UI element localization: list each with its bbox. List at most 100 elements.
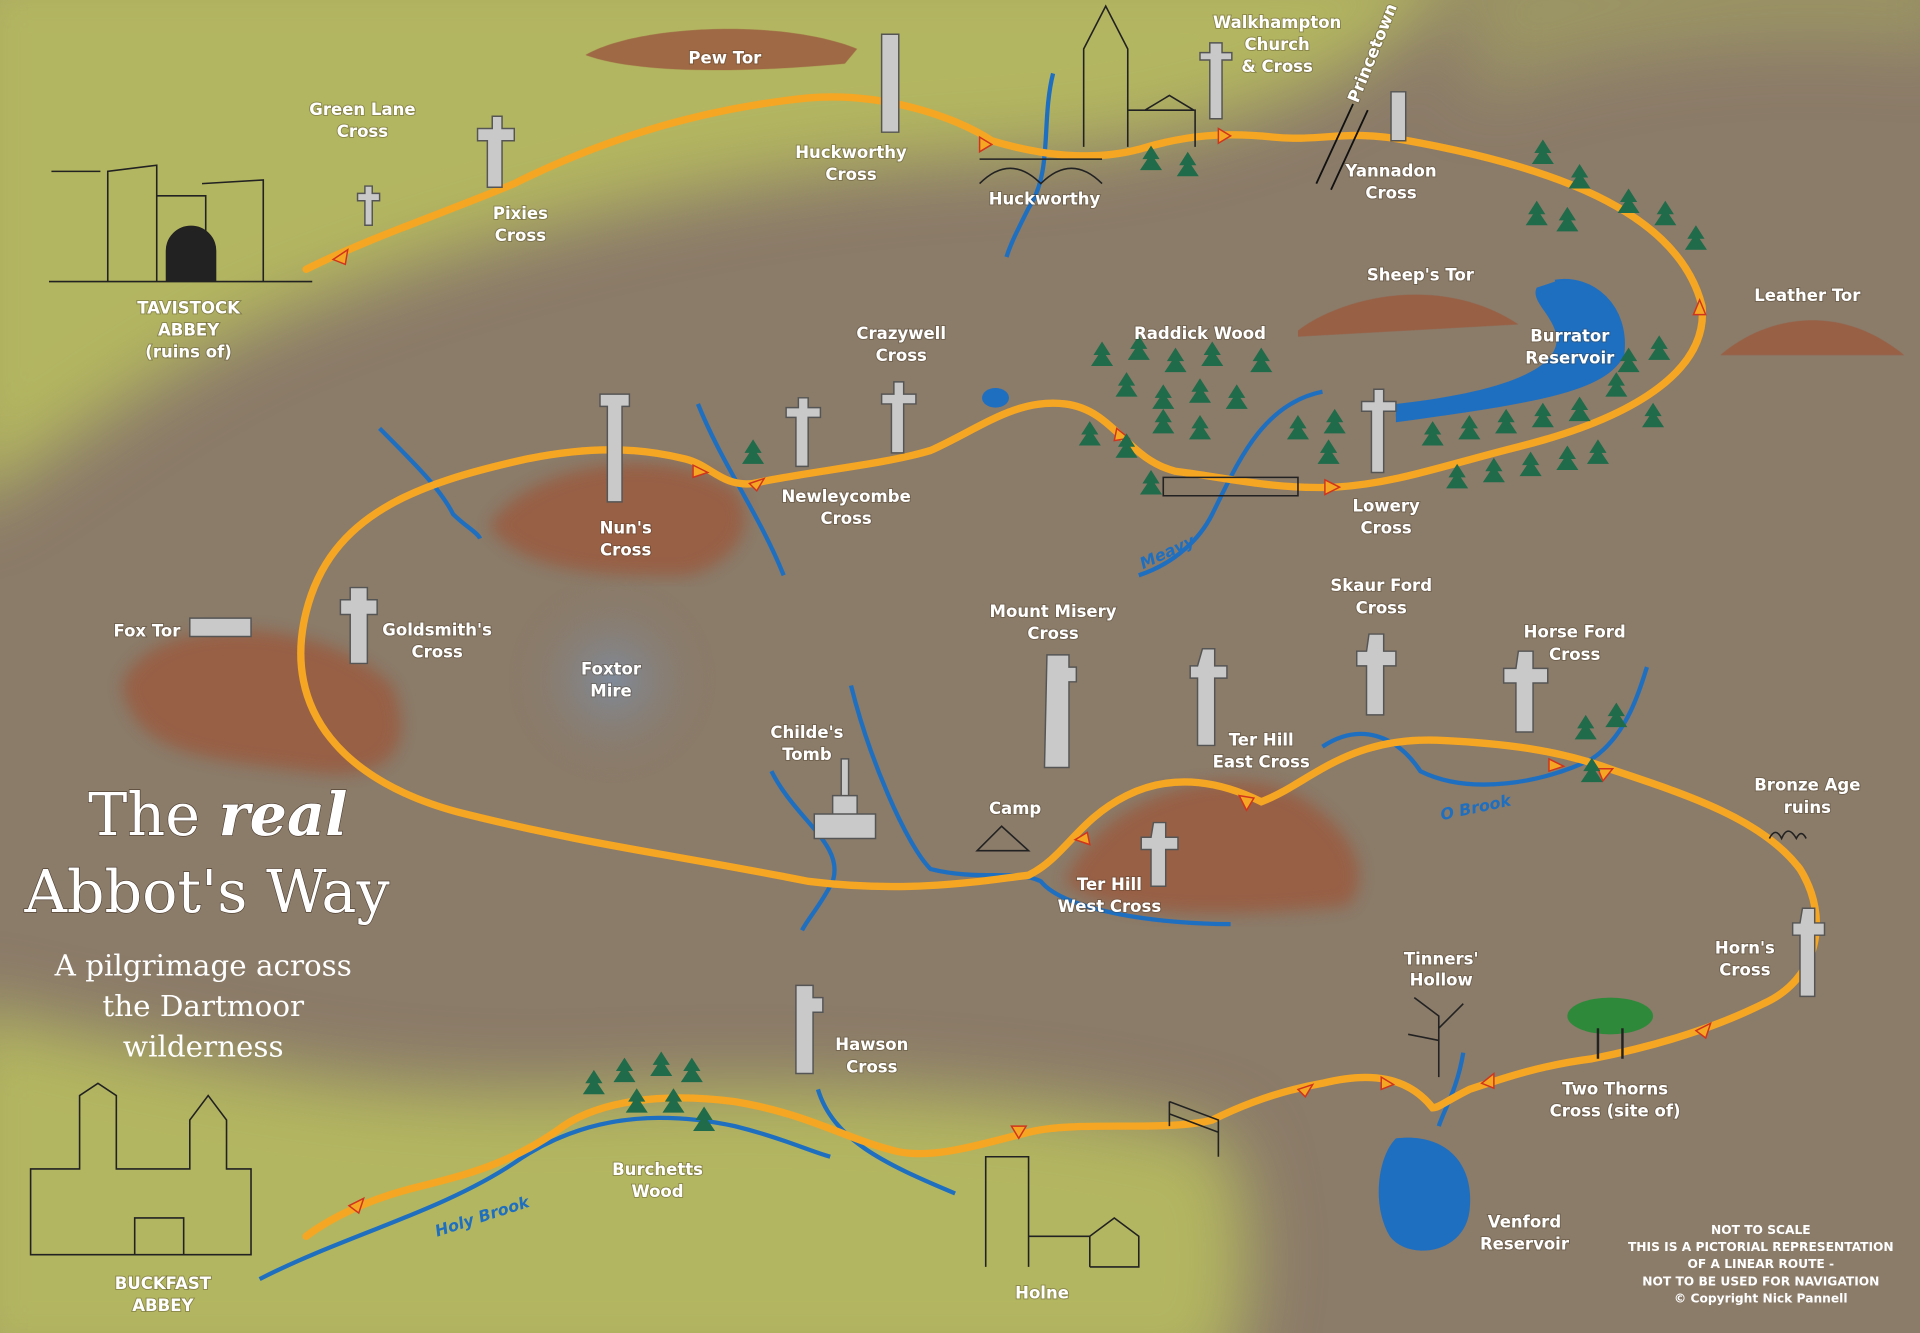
newleycombe-cross-icon	[785, 397, 822, 468]
meavy-river	[1138, 389, 1323, 578]
svg-text:NOT TO BE USED FOR NAVIGATION: NOT TO BE USED FOR NAVIGATION	[1642, 1274, 1879, 1288]
venford-reservoir-label: Venford	[1488, 1213, 1561, 1232]
tree-icon	[1323, 408, 1346, 434]
forests	[582, 139, 1707, 1132]
tree-icon	[613, 1057, 636, 1083]
walkham-river	[1004, 72, 1056, 258]
meavy-bridge-icon	[1162, 476, 1299, 497]
walkhampton-church-icon	[1082, 4, 1196, 147]
tinners-hollow-dead-tree-icon	[1408, 996, 1464, 1078]
ter-hill	[1065, 781, 1359, 914]
pond	[982, 388, 1009, 408]
disclaimer: NOT TO SCALE THIS IS A PICTORIAL REPRESE…	[1628, 1223, 1894, 1306]
tree-icon	[1164, 347, 1187, 373]
tavistock-abbey-label: (ruins of)	[145, 342, 232, 361]
skaur-ford-cross-label: Skaur Ford	[1330, 576, 1432, 595]
leather-tor-label: Leather Tor	[1754, 286, 1861, 305]
tree-icon	[1556, 206, 1579, 232]
leather-tor-hill	[1720, 320, 1905, 355]
route-arrows	[331, 127, 1712, 1215]
huckworthy-label: Huckworthy	[989, 189, 1101, 208]
tree-icon	[1250, 347, 1273, 373]
svg-text:THIS IS A PICTORIAL REPRESENTA: THIS IS A PICTORIAL REPRESENTATION	[1628, 1240, 1894, 1254]
tree-icon	[1684, 225, 1707, 250]
pew-tor-label: Pew Tor	[688, 49, 762, 68]
water-features	[258, 72, 1649, 1282]
tree-icon	[582, 1069, 605, 1095]
tree-icon	[1140, 145, 1163, 171]
pixies-cross-label: Cross	[495, 226, 546, 245]
tree-icon	[1127, 335, 1150, 360]
crazywell-cross-icon	[880, 381, 917, 454]
buildings	[29, 4, 1807, 1268]
buckfast-abbey-label: ABBEY	[132, 1296, 194, 1315]
two-thorns-cross-label: Two Thorns	[1562, 1079, 1668, 1098]
raddick-wood-label: Raddick Wood	[1134, 324, 1266, 343]
tree-icon	[1654, 200, 1677, 226]
walkhampton-label: Walkhampton	[1213, 13, 1341, 32]
tree-icon	[1152, 408, 1175, 434]
tree-icon	[1152, 384, 1175, 409]
tree-icon	[1446, 463, 1469, 489]
tree-icon	[1091, 341, 1114, 366]
svg-text:NOT TO SCALE: NOT TO SCALE	[1711, 1223, 1811, 1237]
goldsmiths-cross-label: Goldsmith's	[382, 620, 492, 639]
tree-icon	[1201, 341, 1224, 366]
skaur-ford-cross-icon	[1356, 633, 1397, 716]
subtitle-line: wilderness	[123, 1029, 284, 1063]
tree-icon	[1188, 414, 1212, 440]
horse-ford-cross-icon	[1502, 650, 1549, 733]
two-thorns-cross-label: Cross (site of)	[1550, 1101, 1681, 1120]
o-brook	[1321, 666, 1649, 787]
buckfast-abbey-icon	[29, 1082, 252, 1256]
foxtor-mire-label: Foxtor	[581, 659, 642, 678]
yannadon-cross-icon	[1390, 91, 1407, 142]
bronze-age-ruins-label: Bronze Age	[1754, 776, 1860, 795]
camp-label: Camp	[989, 799, 1041, 818]
newleycombe-cross-label: Cross	[820, 509, 871, 528]
horns-cross-icon	[1791, 907, 1826, 998]
mount-misery-cross-icon	[1043, 654, 1078, 769]
camp-tent-icon	[975, 825, 1031, 852]
tavistock-abbey-label: ABBEY	[158, 320, 220, 339]
hawson-cross-icon	[795, 984, 824, 1075]
walkhampton-label: Church	[1244, 35, 1309, 54]
west-dart	[848, 684, 1231, 927]
ter-hill-east-cross-label: Ter Hill	[1229, 730, 1294, 749]
burchetts-wood-label: Burchetts	[612, 1160, 703, 1179]
tavistock-abbey-ruins-icon	[48, 164, 313, 283]
yannadon-cross-label: Yannadon	[1344, 161, 1436, 180]
fox-tor-label: Fox Tor	[113, 622, 181, 641]
hills	[122, 28, 1905, 914]
tree-icon	[1115, 433, 1138, 458]
tree-icon	[1140, 470, 1163, 495]
walkhampton-cross-icon	[1199, 42, 1233, 120]
burrator-reservoir-label: Reservoir	[1525, 349, 1615, 368]
tree-icon	[1078, 421, 1101, 446]
ter-hill-west-cross-label: West Cross	[1058, 897, 1162, 916]
nuns-cross-icon	[599, 393, 631, 503]
tree-icon	[1568, 396, 1591, 422]
tree-icon	[1176, 151, 1199, 177]
crazywell-cross-label: Crazywell	[856, 324, 946, 343]
yannadon-cross-label: Cross	[1365, 183, 1416, 202]
tinners-hollow-label: Tinners'	[1404, 950, 1479, 969]
crosses	[189, 33, 1826, 1075]
bronze-age-ruins-icon	[1768, 830, 1807, 841]
subtitle-line: the Dartmoor	[102, 989, 305, 1023]
ter-hill-east-cross-icon	[1189, 648, 1228, 747]
green-lane-cross-label: Green Lane	[309, 100, 415, 119]
huckworthy-cross-label: Cross	[825, 165, 876, 184]
title-real: real	[219, 780, 348, 849]
gate-icon	[1168, 1100, 1220, 1157]
foxtor-mire-area	[508, 575, 717, 784]
tinners-hollow-label: Hollow	[1410, 970, 1473, 989]
tree-icon	[1188, 378, 1212, 403]
foxtor-mire-label: Mire	[590, 681, 631, 700]
holne-label: Holne	[1015, 1284, 1069, 1303]
mount-misery-cross-label: Mount Misery	[990, 602, 1117, 621]
mount-misery-cross-label: Cross	[1027, 624, 1078, 643]
childes-tomb-label: Childe's	[770, 723, 843, 742]
lowery-cross-label: Lowery	[1352, 497, 1419, 516]
tree-icon	[1617, 188, 1640, 213]
